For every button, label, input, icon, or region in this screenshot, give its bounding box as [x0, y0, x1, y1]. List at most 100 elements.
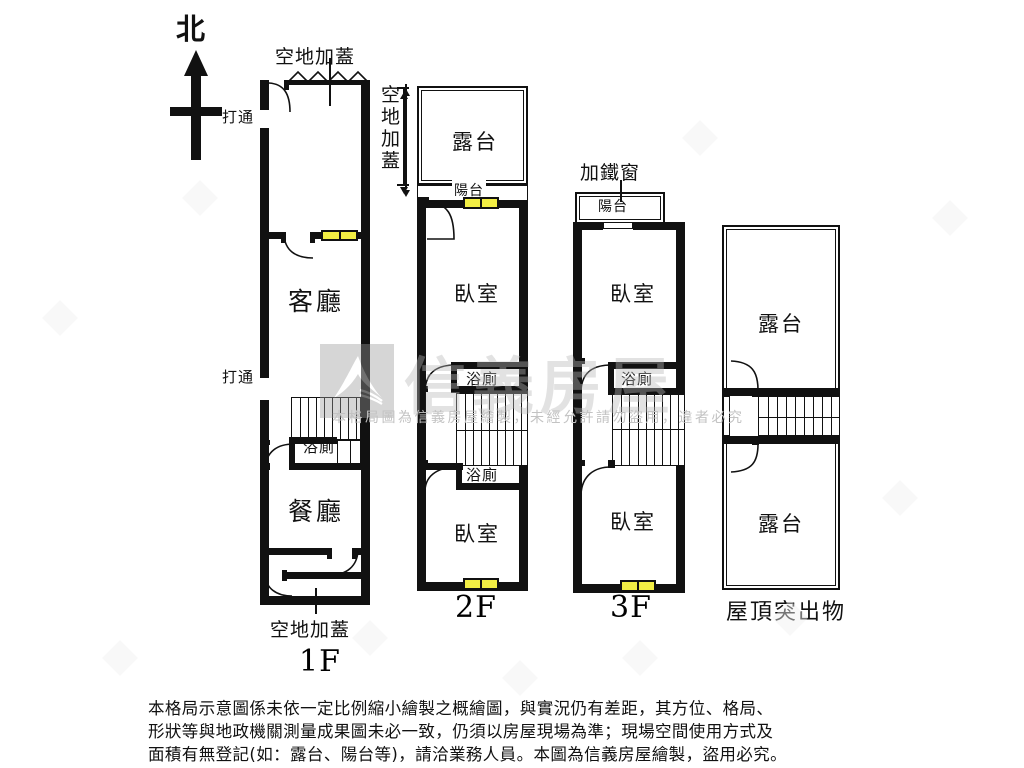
room-label-1f-living: 客廳: [288, 287, 345, 316]
door-1f-top-left: [268, 82, 294, 114]
wall-1f-lower-partition-c: [285, 572, 370, 579]
door-roof-lower: [730, 442, 760, 474]
wall-3f-bath-left: [608, 362, 614, 394]
door-3f-bath-a: [580, 364, 612, 392]
room-label-roof-terrace-upper: 露台: [758, 312, 804, 336]
door-3f-lower: [580, 466, 612, 496]
door-2f-bath-upper-a: [424, 364, 456, 392]
balcony-3f-inner: [579, 196, 661, 220]
room-label-2f-bedroom-upper: 臥室: [454, 282, 500, 306]
stairs-1f: [291, 397, 361, 440]
wall-1f-lower-partition-a: [260, 548, 330, 555]
wall-roof-stair-bottom: [722, 436, 840, 444]
north-label: 北: [176, 12, 206, 46]
door-jamb-2f-bath-lower: [417, 460, 428, 466]
room-label-2f-balcony: 陽台: [452, 180, 486, 200]
window-2f-bottom: [463, 578, 499, 590]
window-3f-bottom: [620, 580, 656, 592]
leader-line-3f-top: [620, 180, 622, 202]
annotation-1f-right-kongdi: 空地加蓋: [381, 84, 402, 172]
room-label-roof-terrace-lower: 露台: [758, 512, 804, 536]
dimension-tick-2f-bottom: [397, 184, 409, 186]
floor-label-1f: 1F: [299, 644, 341, 679]
room-label-1f-dining: 餐廳: [288, 497, 345, 526]
door-jamb-1f-lower-a: [327, 548, 332, 559]
door-jamb-3f-lower-a: [573, 460, 585, 466]
opening-roof-stair-left: [723, 396, 730, 436]
door-jamb-1f-bath-a: [260, 440, 270, 445]
disclaimer-footer: 本格局示意圖係未依一定比例縮小繪製之概繪圖，與實況仍有差距，其方位、格局、 形狀…: [148, 697, 878, 766]
annotation-1f-bottom-kongdi: 空地加蓋: [270, 619, 351, 641]
wall-2f-bath-upper-top: [454, 362, 528, 369]
wall-2f-bath-lower-bottom: [456, 483, 528, 490]
room-label-3f-bath: 浴廁: [621, 370, 654, 388]
wall-2f-bath-lower-left: [456, 463, 462, 489]
wall-1f-right: [361, 80, 370, 605]
leader-line-1f-top: [329, 58, 331, 106]
wall-2f-left: [417, 200, 426, 590]
window-1f-partition: [321, 230, 358, 241]
wall-1f-left-a: [260, 80, 269, 110]
room-label-2f-terrace: 露台: [452, 130, 498, 154]
room-label-2f-bath-upper: 浴廁: [466, 370, 499, 388]
wall-1f-left-c: [260, 400, 269, 605]
wall-3f-top-left: [573, 222, 603, 230]
wall-3f-top-right: [633, 222, 685, 230]
door-jamb-1f-living-a: [281, 232, 286, 243]
disclaimer-line-1: 本格局示意圖係未依一定比例縮小繪製之概繪圖，與實況仍有差距，其方位、格局、: [148, 699, 774, 718]
room-label-3f-bedroom-lower: 臥室: [610, 510, 656, 534]
door-jamb-roof-upper: [752, 388, 759, 397]
wall-1f-bath-left: [289, 437, 295, 469]
dimension-tick-2f-top: [397, 87, 409, 89]
door-roof-upper: [730, 360, 760, 392]
room-label-1f-bath: 浴廁: [303, 438, 336, 456]
door-jamb-2f-balcony: [417, 197, 429, 208]
annotation-3f-tiechuang: 加鐵窗: [580, 162, 641, 184]
door-jamb-1f-lower-b: [352, 548, 357, 559]
room-label-3f-bedroom-upper: 臥室: [610, 282, 656, 306]
canopy-zigzag-1f: [287, 70, 370, 90]
wall-1f-bath-bottom: [289, 463, 361, 470]
wall-3f-left: [573, 222, 582, 592]
dimension-arrow-2f-top: [398, 85, 410, 104]
wall-1f-left-b: [260, 128, 269, 378]
room-label-2f-bedroom-lower: 臥室: [454, 522, 500, 546]
door-jamb-1f-bath-b: [260, 463, 270, 470]
disclaimer-line-2: 形狀等與地政機關測量成果圖未必一致，仍須以房屋現場為準；現場空間使用方式及: [148, 722, 774, 741]
floor-label-2f: 2F: [455, 590, 497, 625]
dimension-line-2f-terrace: [403, 88, 405, 184]
stairs-roof: [758, 396, 840, 436]
opening-3f-balcony: [603, 222, 633, 229]
annotation-1f-top-kongdi: 空地加蓋: [275, 46, 356, 68]
north-arrow-icon: [170, 50, 222, 164]
wall-3f-bath-bottom: [608, 388, 685, 395]
door-jamb-2f-bath-upper-a: [417, 386, 428, 392]
wall-3f-bath-top: [608, 362, 685, 369]
wall-1f-lower-partition-b: [355, 548, 370, 555]
disclaimer-line-3: 面積有無登記(如：露台、陽台等)，請洽業務人員。本圖為信義房屋繪製，盜用必究。: [148, 745, 787, 764]
floor-label-3f: 3F: [610, 590, 652, 625]
wall-roof-stair-top: [722, 388, 840, 396]
door-jamb-1f-living-b: [310, 232, 315, 243]
room-label-2f-bath-lower: 浴廁: [466, 466, 499, 484]
stairs-3f: [612, 394, 685, 466]
annotation-1f-datong-lower: 打通: [222, 368, 255, 386]
stairs-2f: [456, 393, 528, 466]
window-2f-top: [463, 197, 499, 209]
floor-label-roof: 屋頂突出物: [726, 600, 847, 625]
annotation-1f-datong-upper: 打通: [222, 108, 255, 126]
room-label-3f-balcony: 陽台: [598, 199, 628, 215]
door-jamb-3f-lower-b: [608, 460, 615, 468]
door-jamb-3f-bath-a: [573, 358, 585, 364]
door-jamb-1f-lower-d: [282, 570, 287, 581]
wall-1f-bath-top: [289, 437, 337, 444]
door-jamb-1f-top: [284, 80, 289, 90]
wall-1f-partition-left: [260, 232, 284, 239]
wall-2f-bath-upper-left: [451, 362, 457, 392]
door-2f-bath-lower: [424, 466, 458, 492]
leader-line-1f-bottom: [315, 588, 317, 614]
dimension-line-1f-right: [405, 84, 407, 189]
door-jamb-roof-lower: [752, 436, 759, 445]
wall-2f-bath-upper-bottom: [451, 386, 528, 393]
